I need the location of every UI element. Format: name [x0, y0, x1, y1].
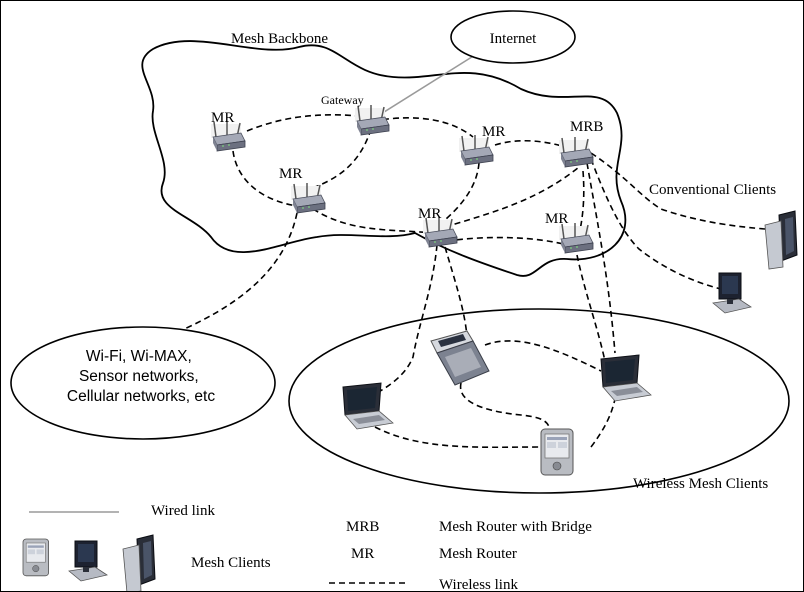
mr-label: MR	[211, 110, 234, 126]
wireless-link	[246, 114, 372, 132]
mesh-router-bridge-icon	[558, 136, 594, 168]
legend-mrb-desc: Mesh Router with Bridge	[439, 519, 592, 535]
mesh-router-icon	[558, 222, 594, 254]
wireless-link-client	[374, 426, 542, 449]
internet-label: Internet	[490, 31, 537, 47]
legend-mr-desc: Mesh Router	[439, 546, 517, 562]
desktop-computer-icon	[712, 272, 752, 314]
wireless-link	[312, 208, 434, 234]
legend-mrb-abbr: MRB	[346, 519, 379, 535]
legend-wired-link-label: Wired link	[151, 503, 215, 519]
mr-label: MR	[279, 166, 302, 182]
desktop-computer-icon	[764, 210, 798, 270]
wireless-link	[446, 236, 568, 246]
wireless-link-client	[590, 398, 616, 448]
other-networks-label: Wi-Fi, Wi-MAX, Sensor networks, Cellular…	[67, 348, 215, 405]
wireless-link-client	[368, 244, 438, 398]
other-networks-area	[10, 326, 276, 440]
wireless-link-conventional	[586, 162, 616, 354]
wireless-link-other-networks	[160, 212, 298, 340]
wireless-mesh-clients-area	[288, 308, 790, 494]
legend-desktop-icon	[68, 540, 108, 582]
legend-mr-abbr: MR	[351, 546, 374, 562]
other-networks-line: Wi-Fi, Wi-MAX,	[86, 348, 192, 365]
wireless-link	[314, 128, 372, 188]
wireless-link-client	[576, 254, 606, 362]
wireless-link	[578, 170, 585, 236]
other-networks-line: Cellular networks, etc	[67, 388, 215, 405]
legend-desktop-icon	[122, 534, 156, 591]
legend-wireless-link-label: Wireless link	[439, 577, 518, 591]
mrb-label: MRB	[570, 119, 603, 135]
gateway-label: Gateway	[321, 93, 364, 107]
wireless-link	[232, 150, 306, 208]
gateway-router-icon	[354, 104, 390, 136]
wireless-link	[438, 162, 480, 226]
mr-label: MR	[418, 206, 441, 222]
flip-phone-icon	[430, 330, 490, 386]
laptop-icon	[342, 382, 394, 430]
legend-pda-icon	[22, 538, 49, 577]
wireless-link-conventional	[590, 152, 766, 230]
mesh-router-icon	[290, 182, 326, 214]
wireless-link-client	[484, 340, 602, 372]
mesh-backbone-label: Mesh Backbone	[231, 31, 328, 47]
mr-label: MR	[482, 124, 505, 140]
internet-cloud	[450, 10, 576, 64]
laptop-icon	[600, 354, 652, 402]
wireless-link	[444, 166, 580, 228]
other-networks-line: Sensor networks,	[79, 368, 199, 385]
wired-link-internet-gateway	[372, 54, 476, 120]
wireless-link-conventional	[590, 158, 722, 290]
mesh-backbone-cloud	[141, 40, 627, 277]
pda-icon	[540, 428, 574, 476]
wireless-link	[372, 117, 474, 138]
wireless-link-client	[444, 246, 468, 338]
legend-mesh-clients-label: Mesh Clients	[191, 555, 271, 571]
conventional-clients-label: Conventional Clients	[649, 182, 776, 198]
mr-label: MR	[545, 211, 568, 227]
wireless-mesh-clients-label: Wireless Mesh Clients	[633, 476, 768, 492]
wireless-link-client	[459, 382, 550, 428]
